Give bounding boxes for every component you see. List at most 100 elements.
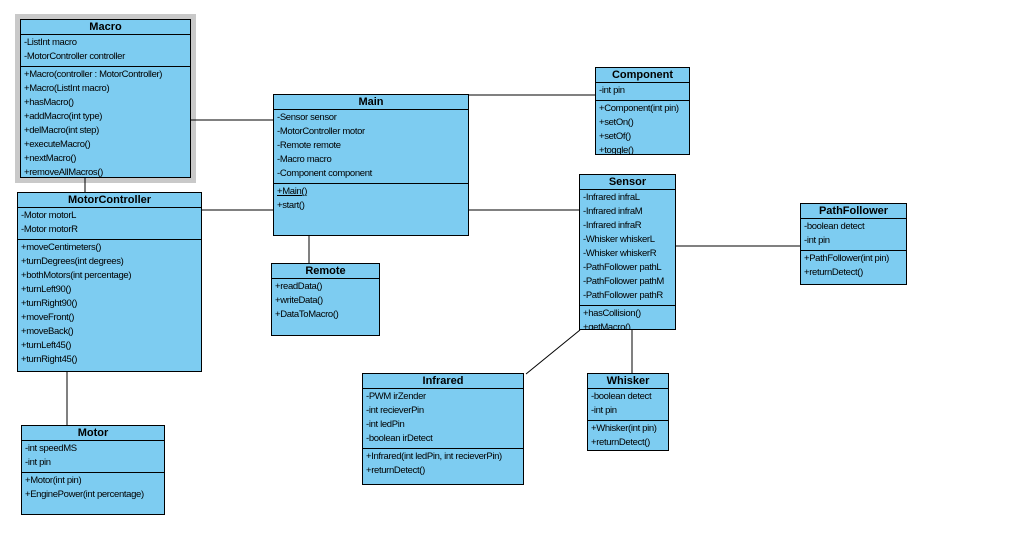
method: +turnRight45()	[21, 354, 78, 365]
attribute: -Infrared infraM	[583, 206, 643, 217]
method: +bothMotors(int percentage)	[21, 270, 132, 281]
class-methods-pathfollower: +PathFollower(int pin) +returnDetect()	[801, 251, 906, 284]
method: +moveCentimeters()	[21, 242, 102, 253]
class-methods-motor: +Motor(int pin)+EnginePower(int percenta…	[22, 473, 164, 514]
class-whisker[interactable]: Whisker -boolean detect -int pin +Whisker(i…	[587, 373, 669, 451]
class-main[interactable]: Main -Sensor sensor -MotorController motor…	[273, 94, 469, 236]
attribute: -Motor motorL	[21, 210, 77, 221]
class-title-pathfollower: PathFollower	[801, 204, 906, 219]
class-title-whisker: Whisker	[588, 374, 668, 389]
class-title-sensor: Sensor	[580, 175, 675, 190]
connector-sensor-infrared[interactable]	[525, 329, 581, 375]
method: +readData()	[275, 281, 323, 292]
class-methods-remote: +readData() +writeData() +DataToMacro()	[272, 279, 379, 335]
attribute: -Whisker whiskerL	[583, 234, 655, 245]
attribute: -int pin	[25, 457, 51, 468]
attribute: -int speedMS	[25, 443, 77, 454]
attribute: -Infrared infraL	[583, 192, 640, 203]
attribute: -boolean irDetect	[366, 433, 433, 444]
class-title-infrared: Infrared	[363, 374, 523, 389]
class-attributes-component: -int pin	[596, 83, 689, 101]
class-methods-infrared: +Infrared(int ledPin, int recieverPin) +r…	[363, 449, 523, 484]
method: +Macro(ListInt macro)	[24, 83, 110, 94]
attribute: -boolean detect	[591, 391, 652, 402]
method: +Main()	[277, 186, 308, 197]
class-title-macro: Macro	[21, 20, 190, 35]
class-attributes-motorcontroller: -Motor motorL -Motor motorR	[18, 208, 201, 240]
class-macro[interactable]: Macro -ListInt macro -MotorController cont…	[15, 14, 196, 183]
attribute: -int pin	[591, 405, 617, 416]
class-sensor[interactable]: Sensor-Infrared infraL-Infrared infraM-I…	[579, 174, 676, 330]
class-title-main: Main	[274, 95, 468, 110]
method: +moveFront()	[21, 312, 75, 323]
attribute: -PathFollower pathL	[583, 262, 662, 273]
method: +getMacro()	[583, 322, 631, 329]
class-motor[interactable]: Motor -int speedMS -int pin +Motor(int pin)…	[21, 425, 165, 515]
method: +start()	[277, 200, 305, 211]
method: +PathFollower(int pin)	[804, 253, 889, 264]
attribute: -int recieverPin	[366, 405, 424, 416]
method: +turnRight90()	[21, 298, 78, 309]
method: +returnDetect()	[366, 465, 425, 476]
class-attributes-macro: -ListInt macro -MotorController controlle…	[21, 35, 190, 67]
method: +setOf()	[599, 131, 631, 142]
class-methods-component: +Component(int pin) +setOn() +setOf() +togg…	[596, 101, 689, 154]
attribute: -Component component	[277, 168, 372, 179]
class-attributes-infrared: -PWM irZender -int recieverPin -int ledPin…	[363, 389, 523, 449]
class-component[interactable]: Component-int pin +Component(int pin) +set…	[595, 67, 690, 155]
class-methods-whisker: +Whisker(int pin) +returnDetect()	[588, 421, 668, 450]
class-attributes-main: -Sensor sensor -MotorController motor -Rem…	[274, 110, 468, 184]
method: +hasCollision()	[583, 308, 641, 319]
attribute: -Whisker whiskerR	[583, 248, 657, 259]
attribute: -boolean detect	[804, 221, 865, 232]
class-title-motor: Motor	[22, 426, 164, 441]
attribute: -Sensor sensor	[277, 112, 337, 123]
class-title-component: Component	[596, 68, 689, 83]
attribute: -MotorController motor	[277, 126, 365, 137]
method: +nextMacro()	[24, 153, 77, 164]
class-remote[interactable]: Remote +readData() +writeData() +DataToMacr…	[271, 263, 380, 336]
attribute: -Macro macro	[277, 154, 332, 165]
method: +Infrared(int ledPin, int recieverPin)	[366, 451, 502, 462]
attribute: -PathFollower pathR	[583, 290, 663, 301]
attribute: -Remote remote	[277, 140, 341, 151]
method: +Whisker(int pin)	[591, 423, 657, 434]
class-methods-macro: +Macro(controller : MotorController) +Mac…	[21, 67, 190, 177]
method: +returnDetect()	[804, 267, 863, 278]
method: +removeAllMacros()	[24, 167, 103, 177]
method: +addMacro(int type)	[24, 111, 103, 122]
class-infrared[interactable]: Infrared -PWM irZender -int recieverPin -in…	[362, 373, 524, 485]
method: +turnLeft90()	[21, 284, 72, 295]
class-methods-motorcontroller: +moveCentimeters() +turnDegrees(int degre…	[18, 240, 201, 371]
method: +hasMacro()	[24, 97, 74, 108]
method: +returnDetect()	[591, 437, 650, 448]
method: +turnLeft45()	[21, 340, 72, 351]
attribute: -int pin	[804, 235, 830, 246]
attribute: -PathFollower pathM	[583, 276, 664, 287]
method: +Macro(controller : MotorController)	[24, 69, 163, 80]
class-title-motorcontroller: MotorController	[18, 193, 201, 208]
method: +Component(int pin)	[599, 103, 679, 114]
class-attributes-motor: -int speedMS -int pin	[22, 441, 164, 473]
attribute: -int ledPin	[366, 419, 405, 430]
class-attributes-whisker: -boolean detect -int pin	[588, 389, 668, 421]
class-motorcontroller[interactable]: MotorController-Motor motorL-Motor motor…	[17, 192, 202, 372]
class-title-remote: Remote	[272, 264, 379, 279]
class-attributes-sensor: -Infrared infraL-Infrared infraM-Infrare…	[580, 190, 675, 306]
method: +DataToMacro()	[275, 309, 339, 320]
method: +writeData()	[275, 295, 323, 306]
method: +setOn()	[599, 117, 634, 128]
attribute: -ListInt macro	[24, 37, 77, 48]
method: +executeMacro()	[24, 139, 91, 150]
method: +turnDegrees(int degrees)	[21, 256, 124, 267]
attribute: -PWM irZender	[366, 391, 426, 402]
method: +toggle()	[599, 145, 634, 154]
class-methods-sensor: +hasCollision() +getMacro()	[580, 306, 675, 329]
class-pathfollower[interactable]: PathFollower -boolean detect -int pin +Path…	[800, 203, 907, 285]
attribute: -MotorController controller	[24, 51, 125, 62]
attribute: -Motor motorR	[21, 224, 78, 235]
class-methods-main: +Main() +start()	[274, 184, 468, 235]
method: +delMacro(int step)	[24, 125, 99, 136]
method: +moveBack()	[21, 326, 74, 337]
